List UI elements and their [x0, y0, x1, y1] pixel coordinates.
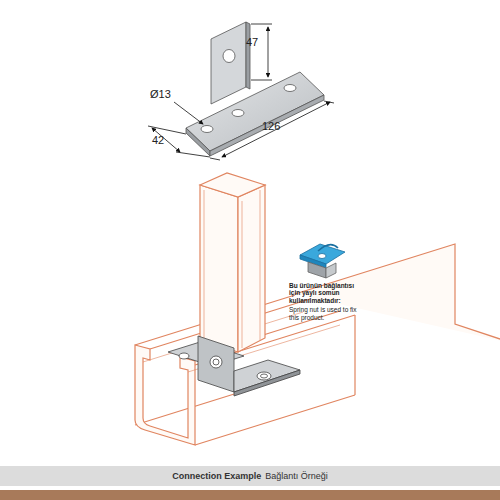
dimension-lines	[148, 24, 334, 160]
caption-bar	[0, 466, 500, 486]
dimension-number: 47	[246, 36, 258, 49]
dimension-number: Ø13	[150, 88, 171, 101]
caption-text: Bağlantı Örneği	[265, 471, 328, 481]
note-text: Spring nut is used to fix this product.	[289, 306, 365, 321]
post-strut	[200, 173, 265, 352]
dimension-number: 126	[262, 120, 280, 133]
channel-strut	[135, 244, 500, 445]
bracket-installed	[168, 336, 300, 396]
note-text: Bu ürünün bağlantısı için yaylı somun ku…	[289, 282, 365, 304]
caption-text: Connection Example	[172, 471, 261, 481]
footer-band	[0, 490, 500, 500]
spring-nut-icon	[300, 244, 345, 278]
dimension-number: 42	[152, 134, 164, 147]
bracket-drawing	[186, 22, 324, 156]
caption-row: Connection Example Bağlantı Örneği	[0, 466, 500, 486]
